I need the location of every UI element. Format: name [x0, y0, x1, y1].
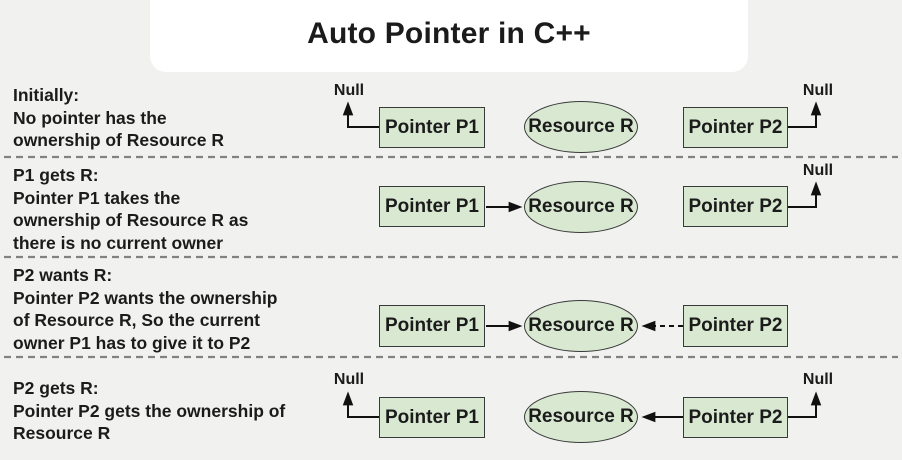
pointer-p2-box: Pointer P2 [683, 397, 788, 438]
row4-line: Pointer P2 gets the ownership of [13, 400, 286, 421]
pointer-p1-box: Pointer P1 [379, 186, 485, 227]
resource-r-ellipse: Resource R [524, 181, 638, 233]
title-card: Auto Pointer in C++ [150, 0, 748, 72]
row1-line: No pointer has the [13, 107, 167, 128]
row2-heading: P1 gets R: [13, 165, 99, 185]
row3-line: owner P1 has to give it to P2 [13, 332, 251, 353]
row3-line: of Resource R, So the current [13, 310, 260, 330]
null-label: Null [333, 371, 365, 388]
pointer-p2-box: Pointer P2 [683, 107, 788, 148]
resource-r-ellipse: Resource R [524, 300, 638, 352]
row4-line: Resource R [13, 423, 111, 443]
null-label: Null [333, 82, 365, 99]
null-label: Null [802, 162, 834, 179]
row1-description: Initially: No pointer has the ownership … [13, 84, 224, 152]
row1-heading: Initially: [13, 85, 80, 105]
arrow-p2-to-null-row2 [787, 181, 822, 208]
row4-heading: P2 gets R: [13, 378, 99, 398]
pointer-p2-box: Pointer P2 [683, 305, 788, 347]
row3-heading: P2 wants R: [13, 265, 113, 285]
row2-line: ownership of Resource R as [13, 210, 249, 230]
arrow-p2-to-null-row1 [787, 101, 822, 128]
pointer-p1-box: Pointer P1 [379, 397, 485, 438]
row2-line: Pointer P1 takes the [13, 187, 181, 208]
row3-description: P2 wants R: Pointer P2 wants the ownersh… [13, 264, 278, 354]
row2-line: there is no current owner [13, 232, 224, 253]
pointer-p1-box: Pointer P1 [379, 107, 485, 148]
page-title: Auto Pointer in C++ [307, 17, 591, 50]
row2-description: P1 gets R: Pointer P1 takes the ownershi… [13, 164, 248, 254]
null-label: Null [802, 82, 834, 99]
pointer-p1-box: Pointer P1 [379, 305, 485, 347]
null-label: Null [802, 371, 834, 388]
arrow-p1-to-null-row1 [342, 101, 379, 128]
resource-r-ellipse: Resource R [524, 101, 638, 153]
arrow-p1-to-null-row4 [342, 391, 379, 418]
row1-line: ownership of Resource R [13, 130, 225, 150]
row3-line: Pointer P2 wants the ownership [13, 287, 278, 308]
resource-r-ellipse: Resource R [524, 391, 638, 443]
arrow-p2-to-null-row4 [787, 391, 822, 418]
row4-description: P2 gets R: Pointer P2 gets the ownership… [13, 377, 285, 445]
pointer-p2-box: Pointer P2 [683, 186, 788, 227]
